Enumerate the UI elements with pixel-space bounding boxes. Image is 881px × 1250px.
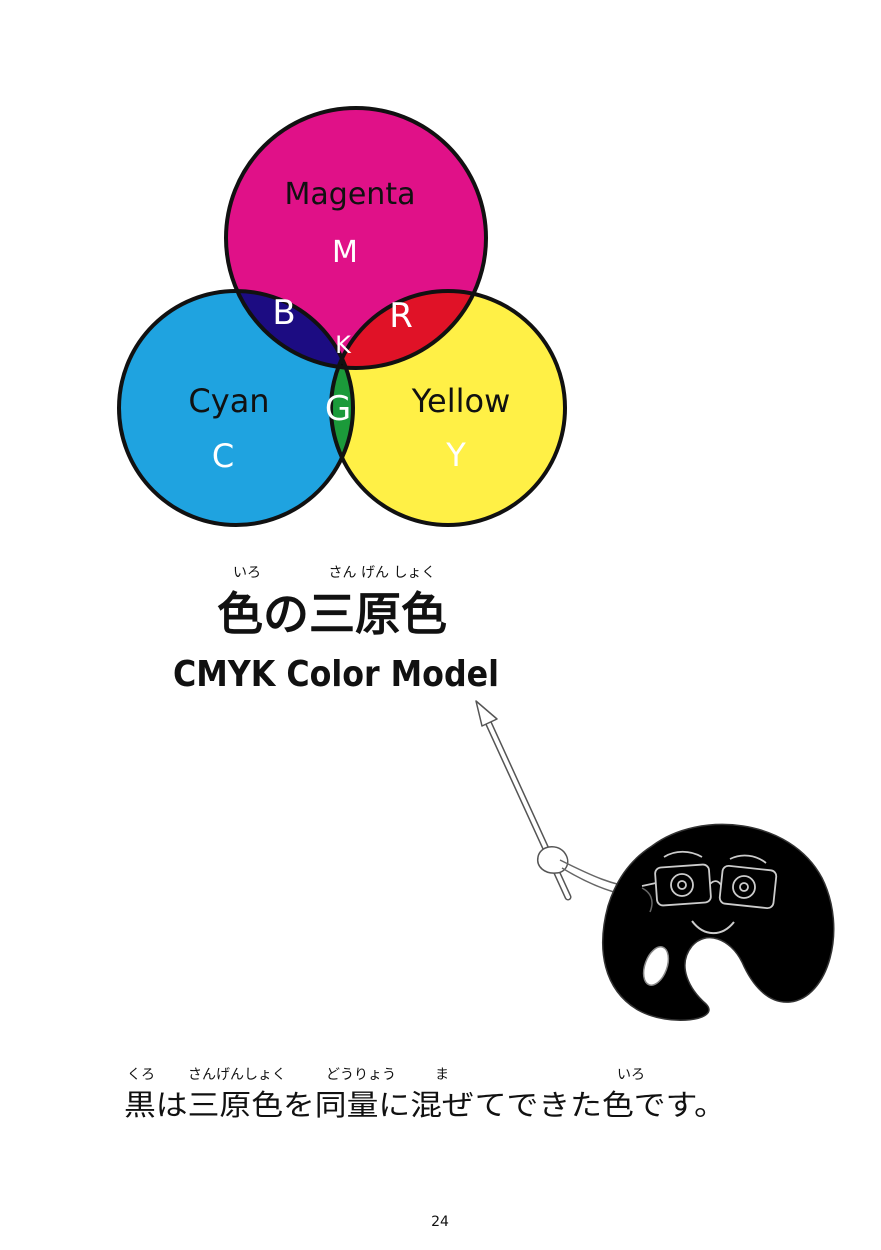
sentence-ruby-iro: いろ [617, 1067, 645, 1083]
black-letter: K [335, 331, 352, 359]
title-block: いろ さん げん しょく 色の三原色 CMYK Color Model [173, 565, 499, 695]
cmyk-venn-diagram: Magenta M B R K G Cyan C Yellow Y [117, 106, 567, 527]
smile [691, 920, 735, 935]
hand-icon [536, 845, 569, 874]
cyan-label: Cyan [188, 382, 269, 420]
title-japanese: 色の三原色 [217, 587, 447, 641]
sentence-ruby-kuro: くろ [127, 1067, 155, 1083]
eyes [670, 873, 756, 899]
yellow-letter: Y [445, 436, 466, 474]
palette-thumb-hole [642, 946, 670, 986]
sentence-ruby-ma: ま [435, 1067, 449, 1083]
sentence-ruby-douryou: どうりょう [326, 1067, 396, 1083]
magenta-label: Magenta [285, 177, 416, 212]
page-number: 24 [431, 1214, 449, 1230]
red-letter: R [389, 296, 413, 336]
title-english: CMYK Color Model [173, 654, 499, 695]
red-overlap [331, 291, 486, 368]
green-letter: G [325, 389, 351, 429]
magenta-letter: M [332, 235, 358, 270]
title-ruby-iro: いろ [233, 565, 261, 581]
sentence-ruby-sangenshoku: さんげんしょく [188, 1067, 286, 1083]
cyan-letter: C [212, 437, 234, 475]
title-ruby-sangenshoku: さん げん しょく [329, 565, 436, 581]
blue-letter: B [272, 293, 295, 333]
palette-character [602, 823, 835, 1021]
yellow-label: Yellow [411, 382, 511, 420]
sentence-text: 黒は三原色を同量に混ぜてできた色です。 [124, 1088, 726, 1122]
pointer-stick [475, 700, 643, 901]
arrow-head-icon [475, 700, 498, 727]
palette-icon [602, 823, 835, 1021]
blue-overlap [226, 291, 353, 368]
sentence-block: くろ さんげんしょく どうりょう ま いろ 黒は三原色を同量に混ぜてできた色です… [124, 1067, 726, 1122]
